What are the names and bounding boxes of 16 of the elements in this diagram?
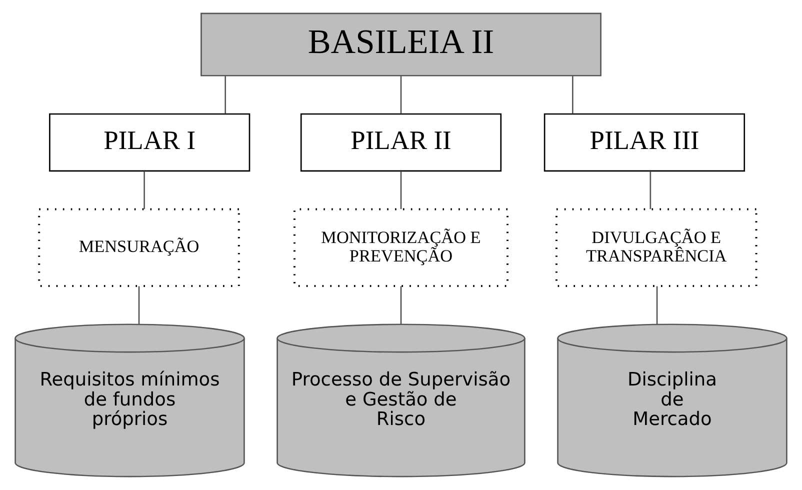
connector — [400, 76, 402, 114]
connector — [656, 286, 658, 324]
node-box: DIVULGAÇÃO E TRANSPARÊNCIA — [555, 208, 758, 288]
node-box: BASILEIA II — [200, 12, 602, 76]
node-box: MENSURAÇÃO — [38, 208, 240, 288]
connector — [224, 76, 226, 114]
node-box: PILAR II — [300, 113, 502, 172]
connector — [138, 286, 140, 324]
connector — [144, 171, 145, 210]
connector — [400, 171, 402, 210]
node-box: PILAR I — [49, 113, 250, 172]
connector — [572, 76, 574, 114]
connector — [650, 171, 652, 210]
connector — [400, 286, 402, 324]
node-box: MONITORIZAÇÃO E PREVENÇÃO — [294, 208, 508, 288]
node-box: PILAR III — [544, 113, 746, 172]
